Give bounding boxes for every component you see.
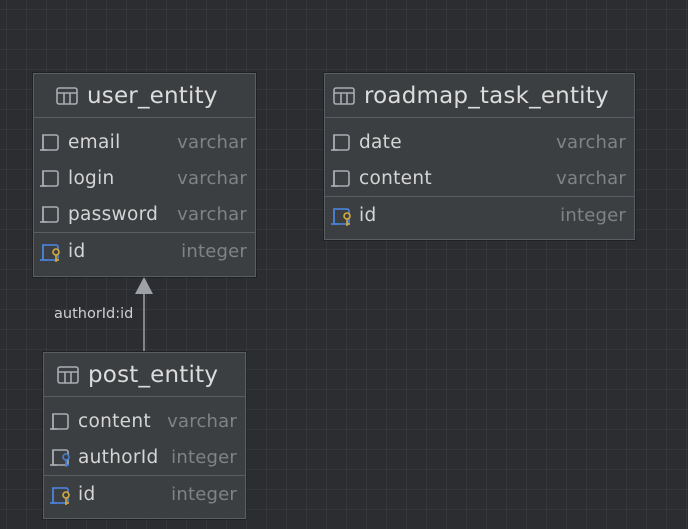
column-icon — [331, 170, 350, 187]
foreign-key-row[interactable]: authorId integer — [44, 439, 245, 475]
column-type: integer — [171, 484, 237, 505]
relation-arrowhead — [135, 277, 153, 294]
column-type: varchar — [167, 410, 237, 432]
entity-header: post_entity — [44, 353, 245, 397]
column-icon — [50, 413, 69, 430]
primary-key-icon — [331, 207, 351, 226]
primary-key-icon — [50, 486, 70, 505]
column-name: date — [359, 131, 402, 153]
table-icon — [56, 86, 78, 105]
column-type: varchar — [177, 131, 247, 153]
column-row[interactable]: date varchar — [325, 124, 634, 160]
column-icon — [40, 206, 59, 223]
column-type: integer — [171, 446, 237, 468]
column-name: content — [359, 167, 432, 189]
column-row[interactable]: email varchar — [34, 124, 255, 160]
entity-header: roadmap_task_entity — [325, 74, 634, 118]
column-row[interactable]: password varchar — [34, 196, 255, 232]
column-type: varchar — [556, 167, 626, 189]
column-name: password — [68, 203, 159, 225]
entity-title: roadmap_task_entity — [364, 82, 609, 109]
entity-title: user_entity — [87, 82, 218, 109]
column-name: email — [68, 131, 121, 153]
column-icon — [40, 170, 59, 187]
column-name: id — [359, 205, 377, 226]
column-name: id — [68, 241, 86, 262]
column-name: id — [78, 484, 96, 505]
column-icon — [331, 134, 350, 151]
column-icon — [40, 134, 59, 151]
primary-key-row[interactable]: id integer — [325, 196, 634, 234]
primary-key-icon — [40, 243, 60, 262]
entity-title: post_entity — [88, 361, 219, 388]
column-name: content — [78, 410, 151, 432]
column-type: integer — [560, 205, 626, 226]
entity-post-entity[interactable]: post_entity content varchar authorId int… — [43, 352, 246, 519]
column-type: varchar — [556, 131, 626, 153]
table-icon — [333, 86, 355, 105]
entity-roadmap-task-entity[interactable]: roadmap_task_entity date varchar content… — [324, 73, 635, 240]
relation-label: authorId:id — [54, 306, 134, 322]
column-row[interactable]: content varchar — [44, 403, 245, 439]
column-type: integer — [181, 241, 247, 262]
foreign-key-icon — [50, 449, 70, 467]
entity-user-entity[interactable]: user_entity email varchar login varchar — [33, 73, 256, 277]
column-type: varchar — [177, 167, 247, 189]
table-icon — [57, 365, 79, 384]
column-row[interactable]: content varchar — [325, 160, 634, 196]
primary-key-row[interactable]: id integer — [44, 475, 245, 513]
primary-key-row[interactable]: id integer — [34, 232, 255, 270]
column-type: varchar — [177, 203, 247, 225]
column-row[interactable]: login varchar — [34, 160, 255, 196]
column-name: authorId — [78, 446, 159, 468]
column-name: login — [68, 167, 115, 189]
entity-header: user_entity — [34, 74, 255, 118]
